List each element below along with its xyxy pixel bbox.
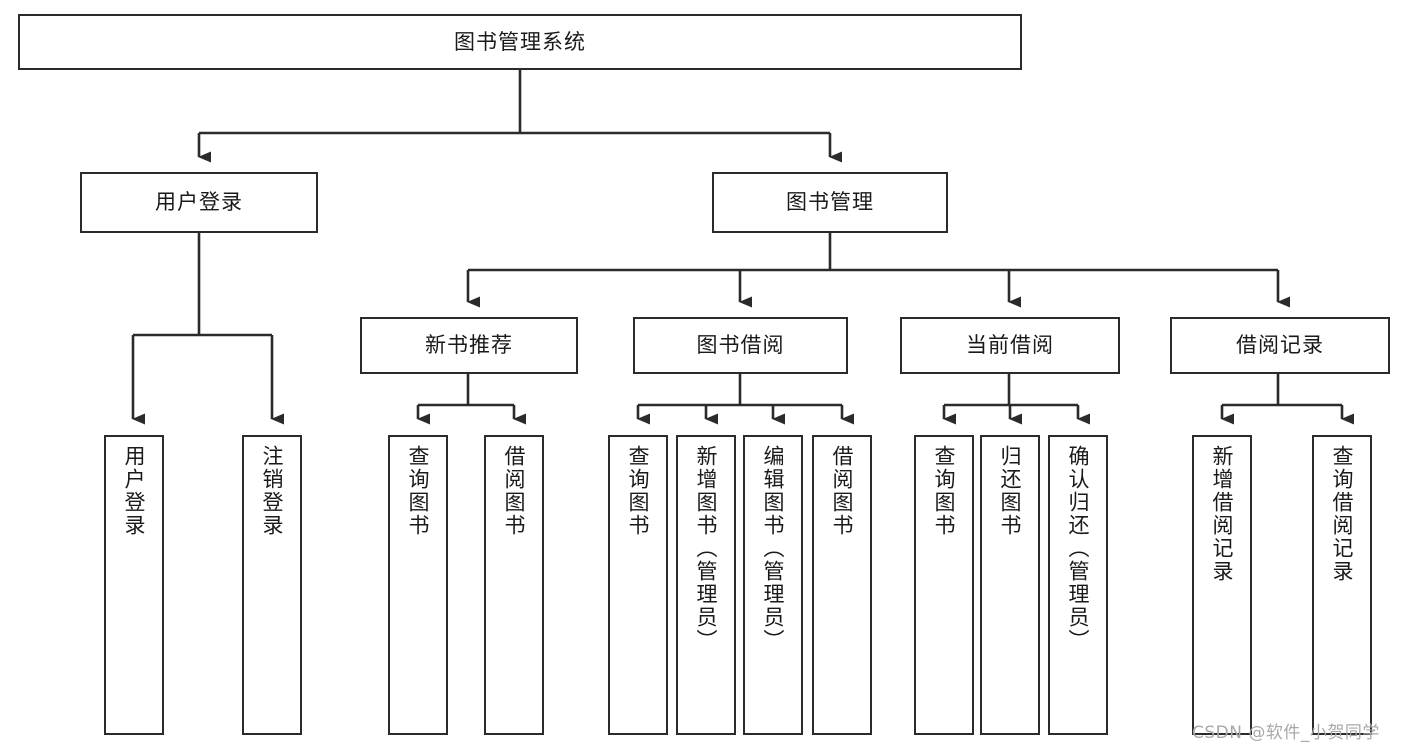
node-leaf-confirm-return-label: 确认归还（管理员） — [1066, 445, 1091, 652]
node-user-login-label: 用户登录 — [155, 190, 243, 215]
node-leaf-query-book-2[interactable]: 查询图书 — [608, 435, 668, 735]
node-current-borrow[interactable]: 当前借阅 — [900, 317, 1120, 374]
node-leaf-query-book-1[interactable]: 查询图书 — [388, 435, 448, 735]
node-leaf-user-logout-label: 注销登录 — [260, 445, 285, 537]
node-leaf-query-book-3[interactable]: 查询图书 — [914, 435, 974, 735]
node-leaf-return-book-label: 归还图书 — [998, 445, 1023, 537]
node-book-manage[interactable]: 图书管理 — [712, 172, 948, 233]
node-new-book-rec-label: 新书推荐 — [425, 333, 513, 358]
node-leaf-add-record[interactable]: 新增借阅记录 — [1192, 435, 1252, 735]
node-root[interactable]: 图书管理系统 — [18, 14, 1022, 70]
node-book-manage-label: 图书管理 — [786, 190, 874, 215]
node-leaf-user-login[interactable]: 用户登录 — [104, 435, 164, 735]
node-leaf-query-book-3-label: 查询图书 — [932, 445, 957, 537]
node-leaf-query-record-label: 查询借阅记录 — [1330, 445, 1355, 583]
node-root-label: 图书管理系统 — [454, 29, 586, 54]
node-leaf-borrow-book-2[interactable]: 借阅图书 — [812, 435, 872, 735]
node-leaf-add-book-label: 新增图书（管理员） — [694, 445, 719, 652]
node-leaf-query-book-2-label: 查询图书 — [626, 445, 651, 537]
node-new-book-rec[interactable]: 新书推荐 — [360, 317, 578, 374]
node-leaf-query-record[interactable]: 查询借阅记录 — [1312, 435, 1372, 735]
node-leaf-query-book-1-label: 查询图书 — [406, 445, 431, 537]
node-leaf-user-login-label: 用户登录 — [122, 445, 147, 537]
node-leaf-edit-book-label: 编辑图书（管理员） — [761, 445, 786, 652]
node-leaf-borrow-book-1[interactable]: 借阅图书 — [484, 435, 544, 735]
node-borrow-record[interactable]: 借阅记录 — [1170, 317, 1390, 374]
csdn-watermark: CSDN @软件_小贺同学 — [1192, 723, 1380, 743]
node-leaf-borrow-book-1-label: 借阅图书 — [502, 445, 527, 537]
node-leaf-add-book[interactable]: 新增图书（管理员） — [676, 435, 736, 735]
node-leaf-confirm-return[interactable]: 确认归还（管理员） — [1048, 435, 1108, 735]
node-leaf-add-record-label: 新增借阅记录 — [1210, 445, 1235, 583]
node-borrow-record-label: 借阅记录 — [1236, 333, 1324, 358]
node-user-login[interactable]: 用户登录 — [80, 172, 318, 233]
node-leaf-return-book[interactable]: 归还图书 — [980, 435, 1040, 735]
node-current-borrow-label: 当前借阅 — [966, 333, 1054, 358]
node-book-borrow[interactable]: 图书借阅 — [633, 317, 848, 374]
node-leaf-edit-book[interactable]: 编辑图书（管理员） — [743, 435, 803, 735]
node-leaf-borrow-book-2-label: 借阅图书 — [830, 445, 855, 537]
node-leaf-user-logout[interactable]: 注销登录 — [242, 435, 302, 735]
node-book-borrow-label: 图书借阅 — [696, 333, 785, 358]
